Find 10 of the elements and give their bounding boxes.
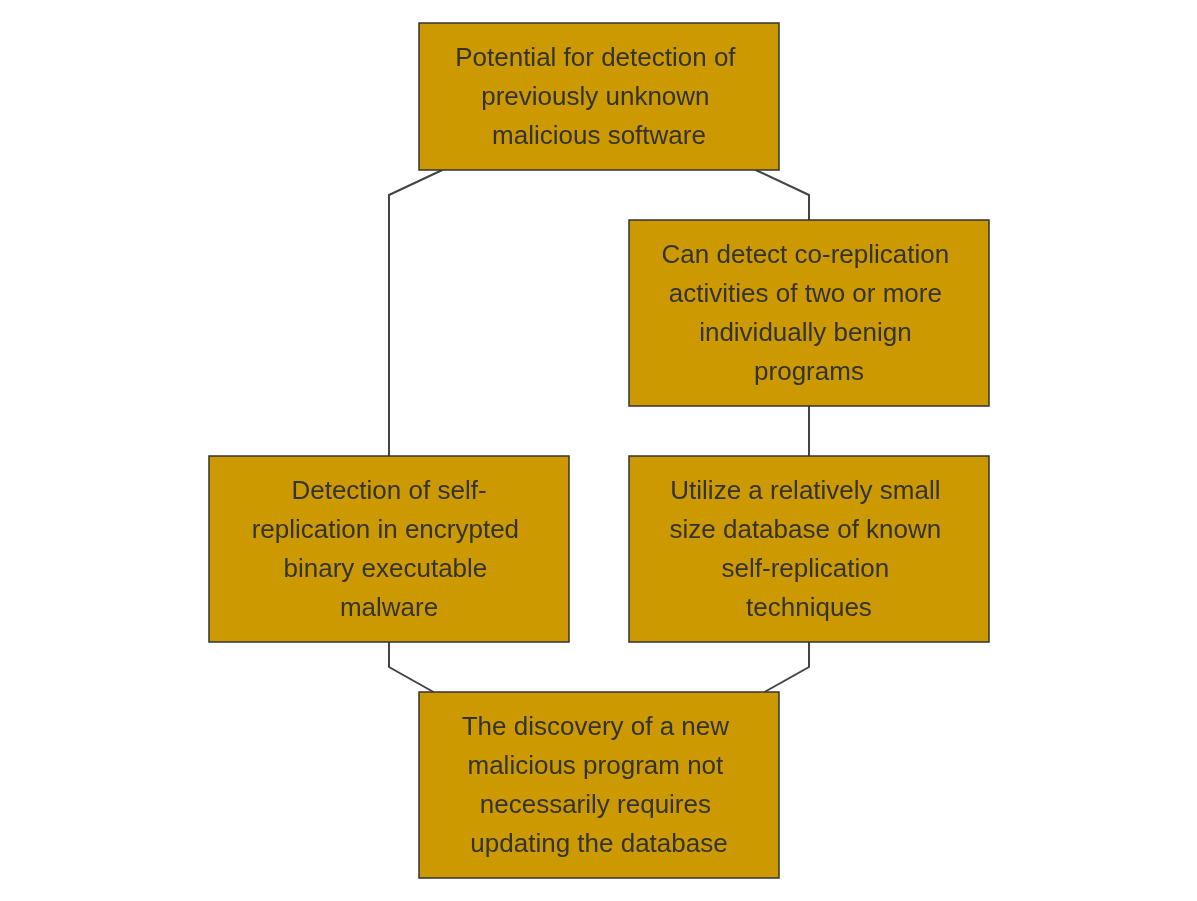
node-box: Potential for detection of previously unknown malicious software (417, 22, 780, 171)
node-box: Utilize a relatively small size database of known self-replication techniques (627, 455, 990, 643)
connector (807, 405, 810, 457)
node-box: Detection of self-replication in encrypted binary executable malware (207, 455, 570, 643)
connector (754, 169, 810, 221)
node-box: Can detect co-replication activities of two or more individually benign programs (627, 219, 990, 407)
node-box: The discovery of a new malicious program not necessarily requires updating the database (417, 691, 780, 879)
connector (387, 169, 443, 457)
connector (763, 641, 810, 693)
connector (387, 641, 434, 693)
